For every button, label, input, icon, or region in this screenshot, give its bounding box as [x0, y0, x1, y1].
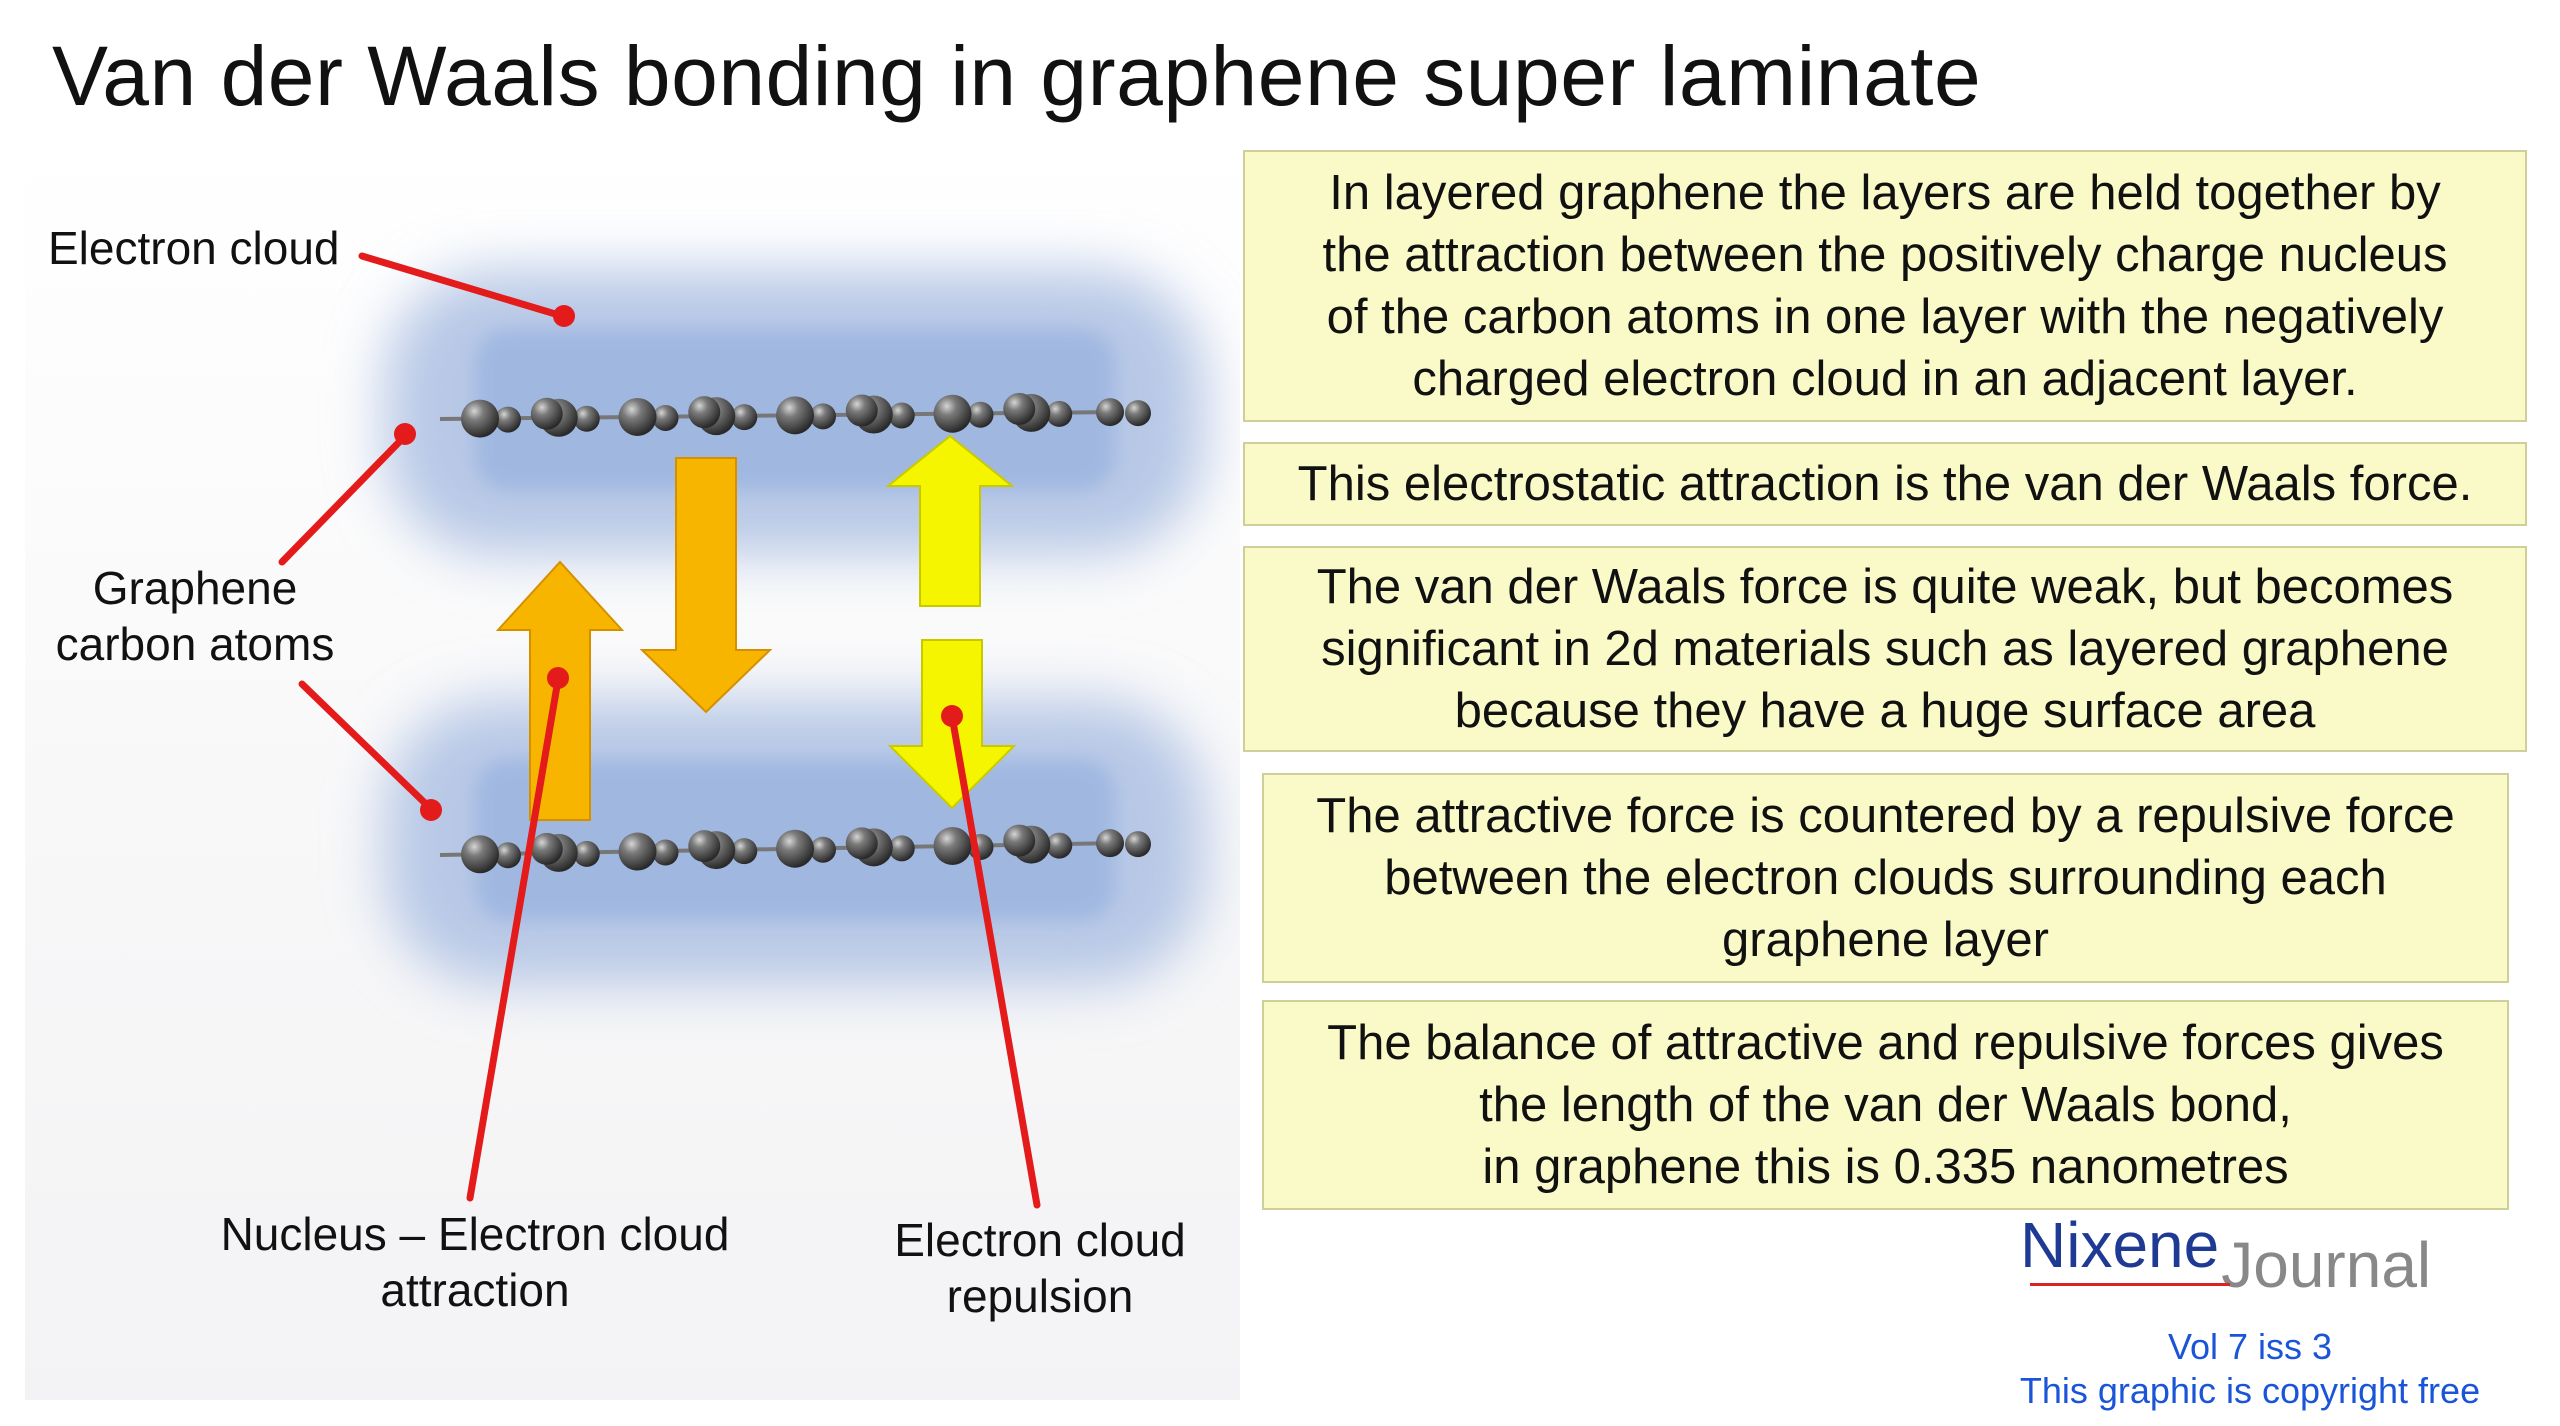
logo-underline: [2030, 1283, 2230, 1286]
logo-journal-text: Journal: [2221, 1229, 2432, 1301]
attraction-arrow-up: [495, 560, 625, 821]
box3-line1: The van der Waals force is quite weak, b…: [1316, 560, 2454, 614]
label-attraction-line1: Nucleus – Electron cloud: [220, 1208, 730, 1260]
label-attraction-line2: attraction: [380, 1264, 570, 1316]
carbon-atom-back: [1125, 400, 1151, 427]
carbon-atom-back: [652, 839, 679, 866]
label-electron-cloud: Electron cloud: [48, 220, 340, 276]
label-repulsion: Electron cloud repulsion: [870, 1212, 1210, 1324]
text-box-layer-attraction: In layered graphene the layers are held …: [1243, 150, 2527, 422]
carbon-atom: [530, 832, 563, 865]
volume-issue: Vol 7 iss 3: [2167, 1326, 2333, 1367]
box5-line2: the length of the van der Waals bond,: [1479, 1078, 2292, 1132]
carbon-atom: [845, 827, 878, 860]
carbon-atom-back: [1046, 400, 1073, 427]
carbon-atom: [933, 826, 972, 865]
text-box-weak-force: The van der Waals force is quite weak, b…: [1243, 546, 2527, 752]
graphene-layer-upper: [439, 392, 1151, 438]
carbon-atom: [1096, 829, 1124, 858]
box1-line2: the attraction between the positively ch…: [1322, 228, 2448, 282]
carbon-atom-back: [967, 401, 994, 428]
box3-line3: because they have a huge surface area: [1454, 684, 2316, 738]
carbon-atom-back: [1125, 831, 1151, 858]
box2-line1: This electrostatic attraction is the van…: [1297, 457, 2473, 511]
box4-line3: graphene layer: [1722, 913, 2049, 967]
carbon-atom-back: [810, 836, 836, 863]
repulsion-arrow-up: [885, 434, 1015, 607]
pointer-lines: [278, 252, 1041, 1209]
carbon-atom: [1003, 392, 1036, 425]
carbon-atom: [688, 396, 721, 429]
label-graphene-line2: carbon atoms: [55, 618, 335, 670]
box4-line1: The attractive force is countered by a r…: [1316, 789, 2455, 843]
carbon-atom-back: [573, 405, 600, 432]
carbon-atom: [461, 835, 499, 874]
carbon-atom-back: [652, 404, 679, 431]
carbon-atom-back: [495, 842, 521, 869]
box5-line3: in graphene this is 0.335 nanometres: [1482, 1140, 2289, 1194]
carbon-atom-back: [1046, 832, 1073, 859]
carbon-atom: [461, 399, 499, 438]
text-box-electrostatic: This electrostatic attraction is the van…: [1243, 442, 2527, 526]
page-title: Van der Waals bonding in graphene super …: [52, 29, 1982, 123]
carbon-atom-back: [495, 406, 521, 433]
carbon-atom: [776, 829, 814, 868]
box1-line3: of the carbon atoms in one layer with th…: [1326, 290, 2444, 344]
attraction-arrow-down: [639, 457, 773, 714]
nixene-journal-logo: NixeneJournal: [2020, 1208, 2431, 1301]
carbon-atom: [845, 394, 878, 427]
label-graphene-line1: Graphene: [92, 562, 298, 614]
carbon-atom: [1096, 398, 1124, 427]
carbon-atom: [688, 830, 721, 863]
carbon-atom: [530, 397, 563, 430]
carbon-atom: [776, 396, 814, 435]
carbon-atom: [618, 397, 657, 436]
box3-line2: significant in 2d materials such as laye…: [1321, 622, 2449, 676]
text-box-repulsive-force: The attractive force is countered by a r…: [1262, 773, 2509, 983]
label-graphene-carbon-atoms: Graphene carbon atoms: [40, 560, 350, 672]
label-attraction: Nucleus – Electron cloud attraction: [190, 1206, 760, 1318]
carbon-atom: [1003, 824, 1036, 857]
graphene-diagram: [278, 252, 1205, 1209]
logo-nixene-text: Nixene: [2020, 1209, 2220, 1281]
copyright-note: This graphic is copyright free: [2019, 1370, 2481, 1411]
box5-line1: The balance of attractive and repulsive …: [1327, 1016, 2444, 1070]
label-repulsion-line1: Electron cloud: [894, 1214, 1186, 1266]
pointer-repulsion: [948, 712, 1041, 1209]
carbon-atom: [933, 394, 972, 433]
box1-line1: In layered graphene the layers are held …: [1329, 166, 2441, 220]
label-electron-cloud-text: Electron cloud: [48, 222, 340, 274]
carbon-atom-back: [888, 835, 915, 862]
carbon-atom-back: [731, 404, 758, 431]
label-repulsion-line2: repulsion: [946, 1270, 1134, 1322]
pointer-attraction: [466, 676, 562, 1202]
text-box-bond-length: The balance of attractive and repulsive …: [1262, 1000, 2509, 1210]
pointer-electron-cloud: [358, 252, 566, 320]
box4-line2: between the electron clouds surrounding …: [1384, 851, 2387, 905]
box1-line4: charged electron cloud in an adjacent la…: [1412, 352, 2358, 406]
carbon-atom-back: [810, 403, 836, 430]
pointer-upper-atoms: [278, 432, 409, 566]
carbon-atom-back: [573, 840, 600, 867]
carbon-atom-back: [888, 402, 915, 429]
carbon-atom-back: [731, 838, 758, 865]
pointer-lower-atoms: [298, 680, 432, 810]
carbon-atom: [618, 832, 657, 871]
